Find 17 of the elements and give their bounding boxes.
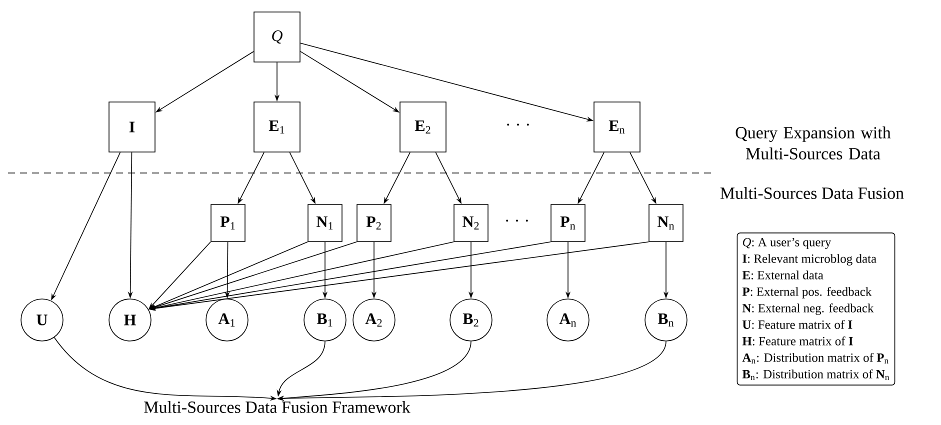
process-box: P$_{1}$	[210, 204, 246, 242]
ellipsis: · · ·	[507, 124, 529, 126]
process-box: N$_{2}$	[454, 204, 488, 242]
process-box: I	[108, 102, 156, 152]
framework-label: Multi-Sources Data Fusion Framework	[144, 401, 410, 413]
process-box: P$_{2}$	[356, 204, 392, 242]
ellipsis: · · ·	[506, 220, 528, 222]
legend-box: Q: A user’s query I: Relevant microblog data E: External data P: External pos. feedback N: External neg. feedback U: Feature matrix of I H: Feature matrix of I A$_{n}$: Distribution matrix of P$_{n}$ B$_{n}$: Distribution matrix of N$_{n}$	[736, 232, 896, 386]
process-box: Q	[254, 12, 300, 62]
process-box: E$_{n}$	[594, 102, 640, 152]
section-label: Query Expansion with Multi-Sources Data	[736, 126, 891, 160]
process-box: P$_{n}$	[550, 204, 586, 242]
section-label: Multi-Sources Data Fusion	[720, 187, 904, 199]
process-box: N$_{1}$	[308, 204, 342, 242]
process-box: E$_{2}$	[400, 102, 446, 152]
process-box: E$_{1}$	[254, 102, 300, 152]
process-box: N$_{n}$	[648, 204, 684, 242]
